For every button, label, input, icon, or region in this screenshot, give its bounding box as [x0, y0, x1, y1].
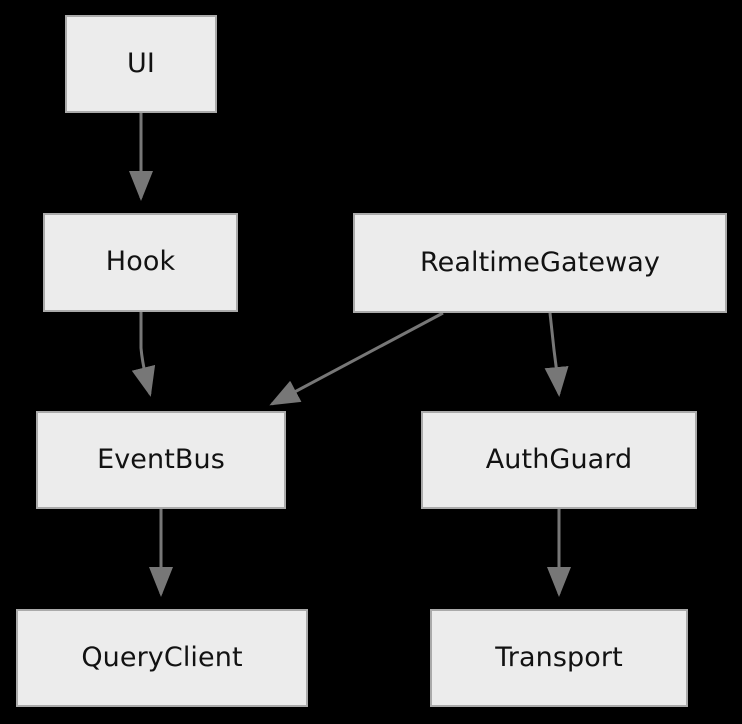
node-ui-label: UI: [127, 47, 155, 79]
edge-realtimegateway-to-eventbus: [269, 311, 444, 406]
node-ui[interactable]: UI: [65, 15, 217, 113]
edge-realtimegateway-to-authguard: [544, 312, 569, 397]
edge-hook-to-eventbus: [131, 312, 156, 397]
node-queryclient[interactable]: QueryClient: [16, 609, 308, 707]
node-hook-label: Hook: [105, 246, 176, 277]
node-transport-label: Transport: [495, 641, 623, 673]
node-transport[interactable]: Transport: [430, 609, 688, 707]
node-authguard[interactable]: AuthGuard: [421, 411, 697, 509]
node-eventbus-label: EventBus: [97, 443, 225, 475]
node-queryclient-label: QueryClient: [81, 641, 243, 673]
node-authguard-label: AuthGuard: [485, 443, 633, 475]
node-eventbus[interactable]: EventBus: [36, 411, 286, 509]
node-realtimegateway-label: RealtimeGateway: [420, 246, 660, 278]
node-realtimegateway[interactable]: RealtimeGateway: [353, 213, 727, 313]
node-hook[interactable]: Hook: [43, 213, 238, 312]
